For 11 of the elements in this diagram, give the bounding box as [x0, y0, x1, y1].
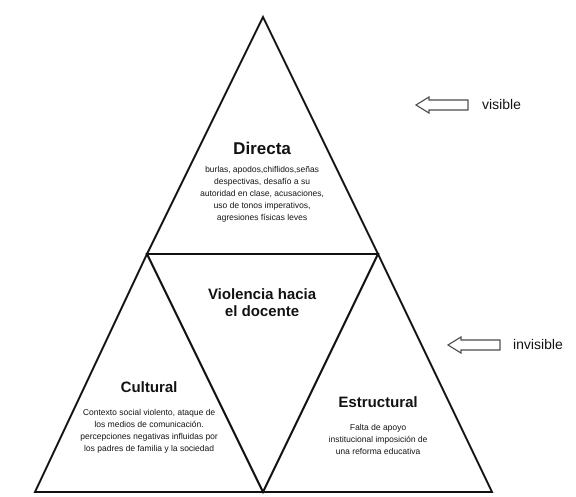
side-label: invisible — [513, 336, 563, 352]
block-arrow — [414, 96, 469, 114]
block-arrow — [446, 336, 501, 354]
section-heading: Estructural — [337, 394, 419, 411]
section-heading: Violencia hacia el docente — [206, 286, 318, 320]
section-heading: Cultural — [120, 379, 178, 396]
description-text: Falta de apoyo institucional imposición de una reforma educativa — [328, 421, 428, 457]
section-heading: Directa — [232, 139, 292, 159]
description-text: burlas, apodos,chiflidos,señas despectivas, desafío a su autoridad en clase, acusaciones, uso de tonos imperativos, agresiones físicas leves — [199, 163, 325, 223]
side-label: visible — [482, 96, 521, 112]
description-text: Contexto social violento, ataque de los medios de comunicación. percepciones negativas influidas por los padres de familia y la sociedad — [79, 406, 219, 454]
